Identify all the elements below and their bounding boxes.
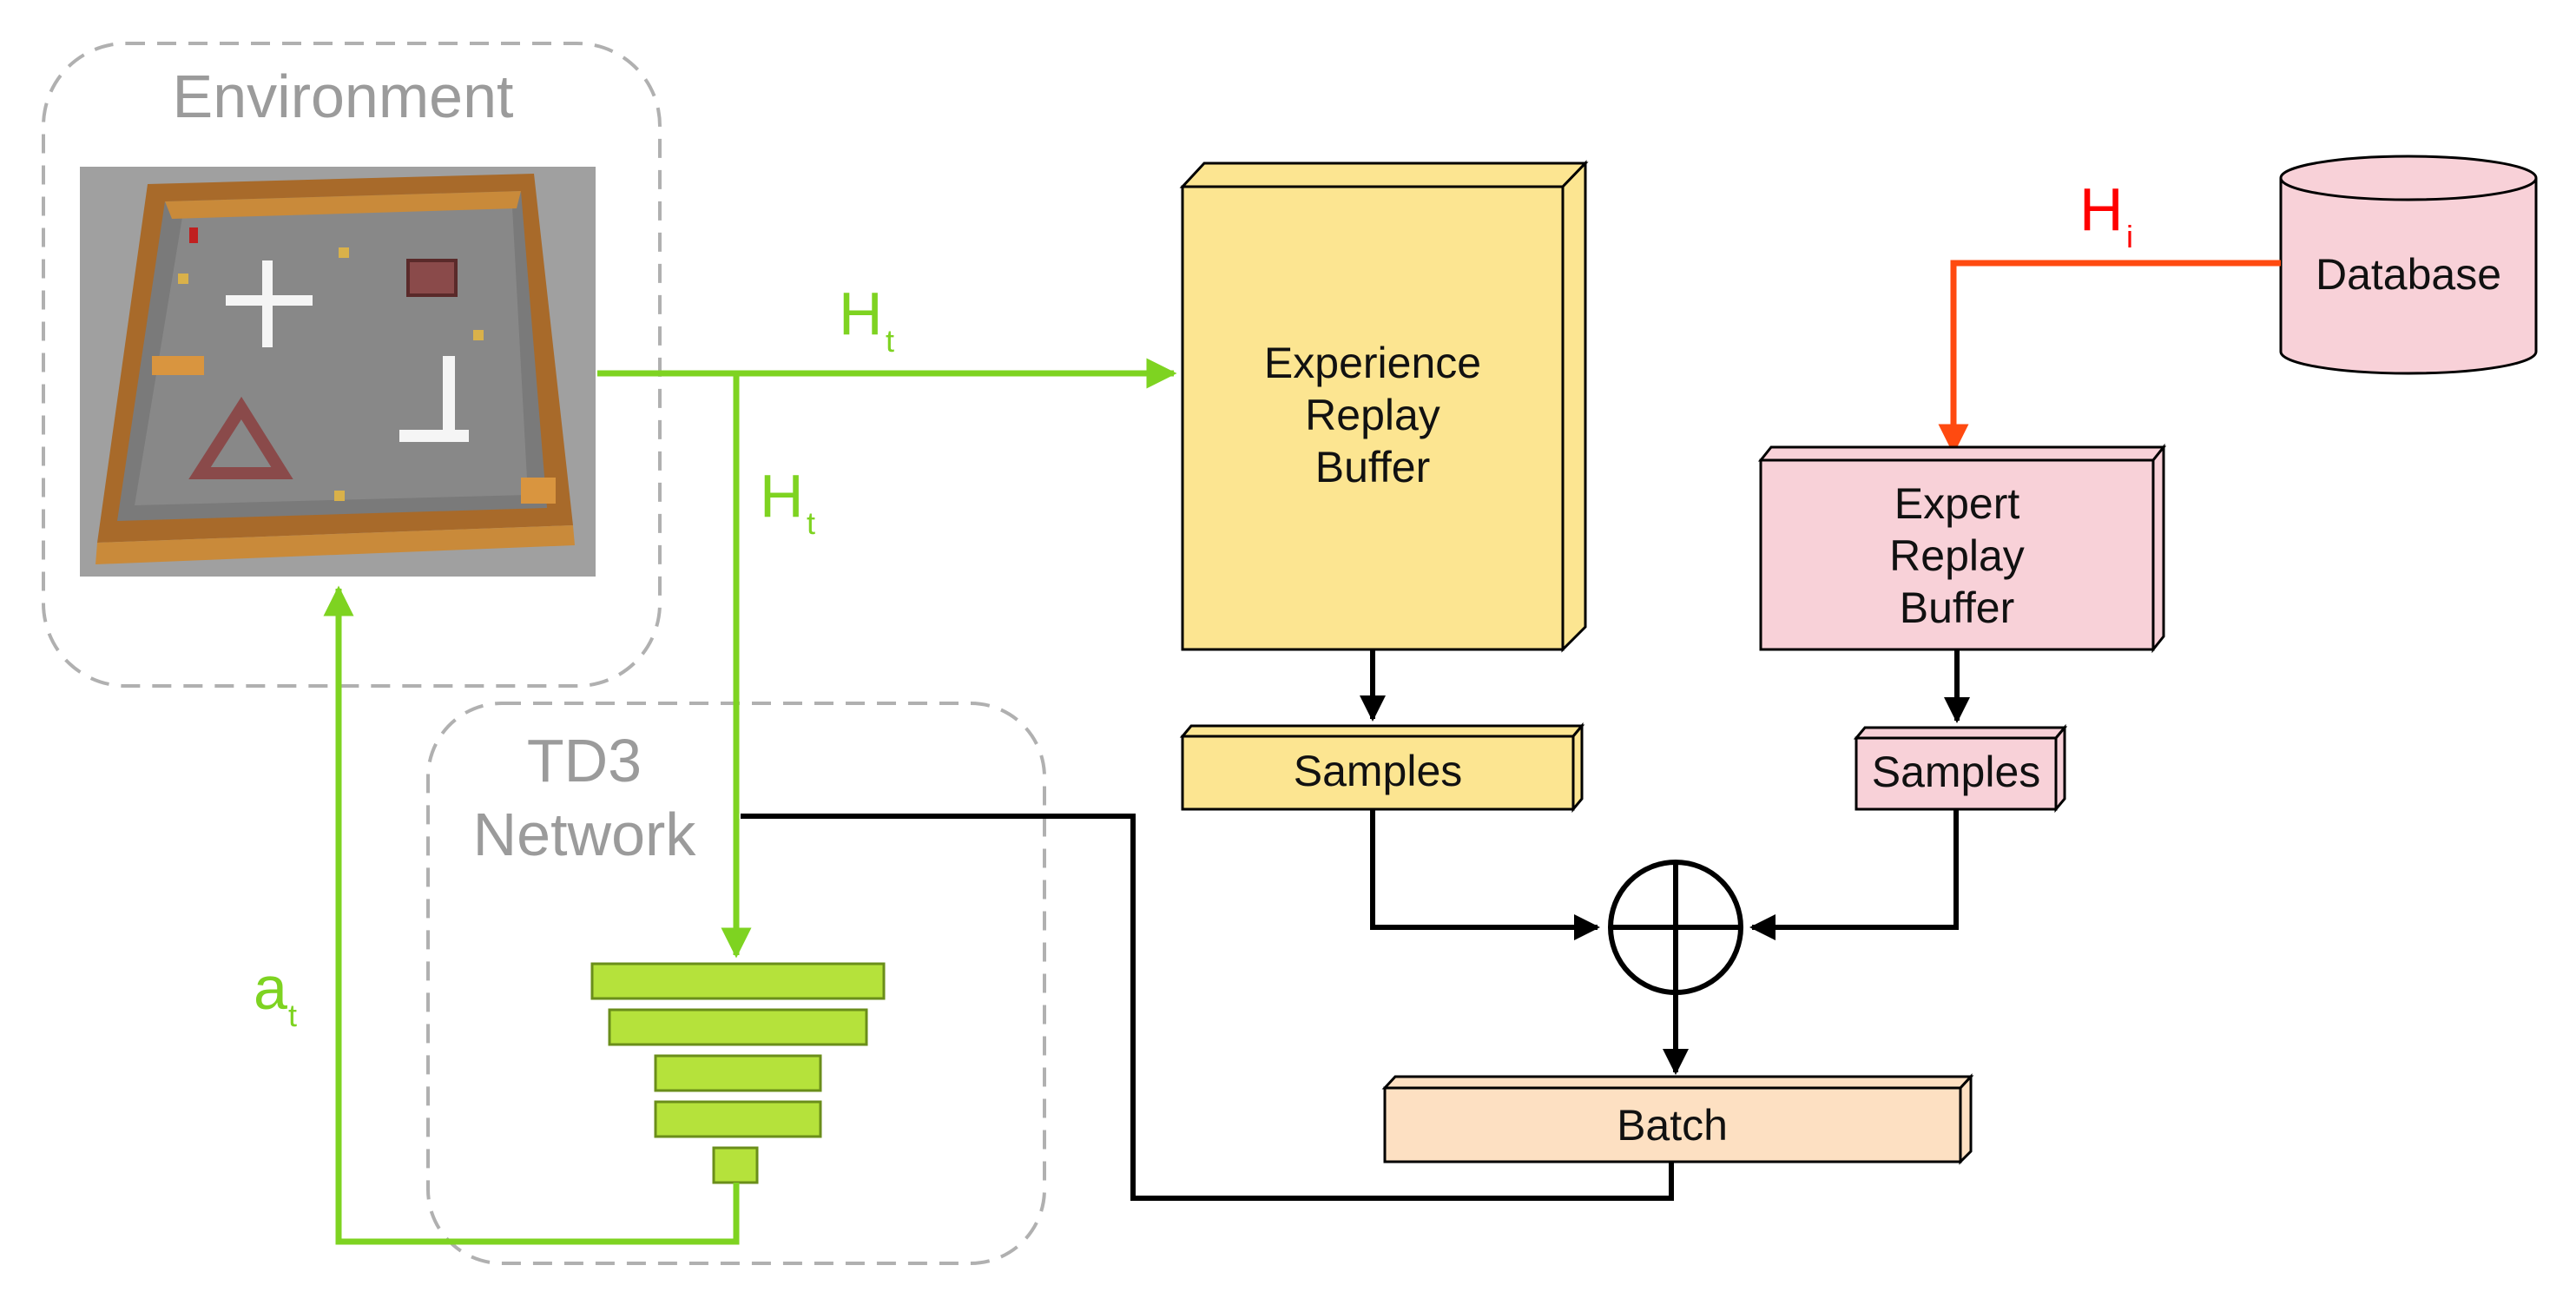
expert-buffer-line3: Buffer xyxy=(1900,583,2015,632)
experience-buffer-line3: Buffer xyxy=(1315,443,1431,491)
action-to-environment-arrow xyxy=(323,585,740,1245)
network-layer-2 xyxy=(608,1008,868,1046)
environment-dashed-border xyxy=(42,42,662,688)
experience-replay-buffer: Experience Replay Buffer xyxy=(1179,160,1589,653)
td3-network-group: TD3 Network xyxy=(426,702,1046,1265)
experience-buffer-line1: Experience xyxy=(1264,339,1481,387)
svg-text:H: H xyxy=(2079,175,2124,243)
black-flows xyxy=(741,649,1970,1201)
svg-text:t: t xyxy=(886,323,894,359)
expert-samples: Samples xyxy=(1853,723,2068,814)
environment-group: Environment xyxy=(42,42,662,688)
svg-text:a: a xyxy=(254,954,287,1022)
experience-samples-label: Samples xyxy=(1294,747,1463,795)
experience-buffer-line2: Replay xyxy=(1305,391,1440,439)
expert-buffer-line1: Expert xyxy=(1894,479,2020,528)
experience-samples-to-merge-arrow xyxy=(1370,809,1600,940)
database-to-expert-arrow xyxy=(1938,260,2281,455)
database-label: Database xyxy=(2316,250,2501,299)
td3-title-line2: Network xyxy=(473,801,697,868)
svg-text:H: H xyxy=(760,462,804,530)
td3-title-line1: TD3 xyxy=(527,727,642,794)
batch-to-network-line xyxy=(741,814,1674,1201)
flow-label-expert: H i xyxy=(2079,175,2133,254)
environment-image xyxy=(80,167,596,577)
batch-label: Batch xyxy=(1617,1101,1728,1150)
expert-samples-to-merge-arrow xyxy=(1749,809,1959,940)
expert-buffer-line2: Replay xyxy=(1889,531,2025,580)
network-layers xyxy=(590,962,886,1184)
batch: Batch xyxy=(1381,1073,1974,1165)
network-layer-output xyxy=(712,1146,759,1184)
svg-text:t: t xyxy=(288,998,297,1033)
environment-title: Environment xyxy=(173,63,514,130)
database: Database xyxy=(2279,155,2538,375)
flow-label-action: a t xyxy=(254,954,297,1033)
merge-operator xyxy=(1608,860,1743,995)
network-layer-3 xyxy=(654,1054,822,1092)
svg-text:H: H xyxy=(839,280,883,347)
network-layer-1 xyxy=(590,962,886,1000)
network-layer-4 xyxy=(654,1100,822,1138)
svg-text:i: i xyxy=(2126,219,2133,254)
green-flows xyxy=(323,358,1177,1245)
svg-text:t: t xyxy=(807,505,815,541)
flow-label-state-main: H t xyxy=(839,280,894,359)
experience-samples: Samples xyxy=(1179,722,1585,814)
expert-samples-label: Samples xyxy=(1872,748,2041,796)
flow-label-state-network: H t xyxy=(760,462,815,541)
expert-replay-buffer: Expert Replay Buffer xyxy=(1757,443,2167,654)
